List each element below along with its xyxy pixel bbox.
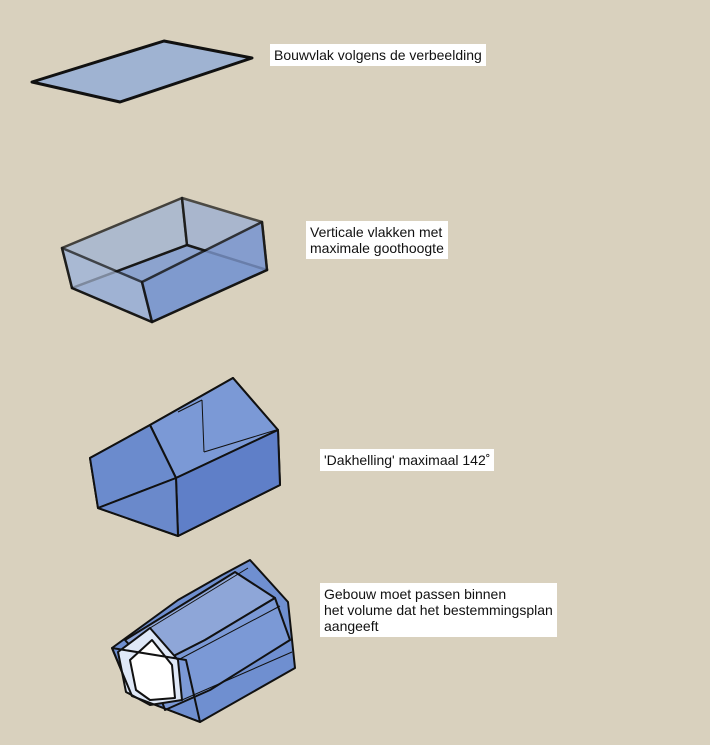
label-line: aangeeft xyxy=(324,618,379,634)
label-line: Bouwvlak volgens de verbeelding xyxy=(274,47,482,63)
label-building-fit: Gebouw moet passen binnen het volume dat… xyxy=(320,583,557,637)
roof-slope-shape xyxy=(89,377,281,537)
label-line: Gebouw moet passen binnen xyxy=(324,586,507,602)
vertical-planes-shape xyxy=(60,196,269,324)
label-line: 'Dakhelling' maximaal 142˚ xyxy=(324,452,491,468)
label-line: het volume dat het bestemmingsplan xyxy=(324,602,553,618)
label-line: maximale goothoogte xyxy=(310,240,444,256)
building-plane-shape xyxy=(30,39,254,104)
label-line: Verticale vlakken met xyxy=(310,224,443,240)
label-vertical-planes: Verticale vlakken met maximale goothoogt… xyxy=(306,221,448,259)
label-building-plane: Bouwvlak volgens de verbeelding xyxy=(270,44,486,66)
label-roof-slope: 'Dakhelling' maximaal 142˚ xyxy=(320,449,495,471)
building-fit-shape xyxy=(111,559,296,723)
